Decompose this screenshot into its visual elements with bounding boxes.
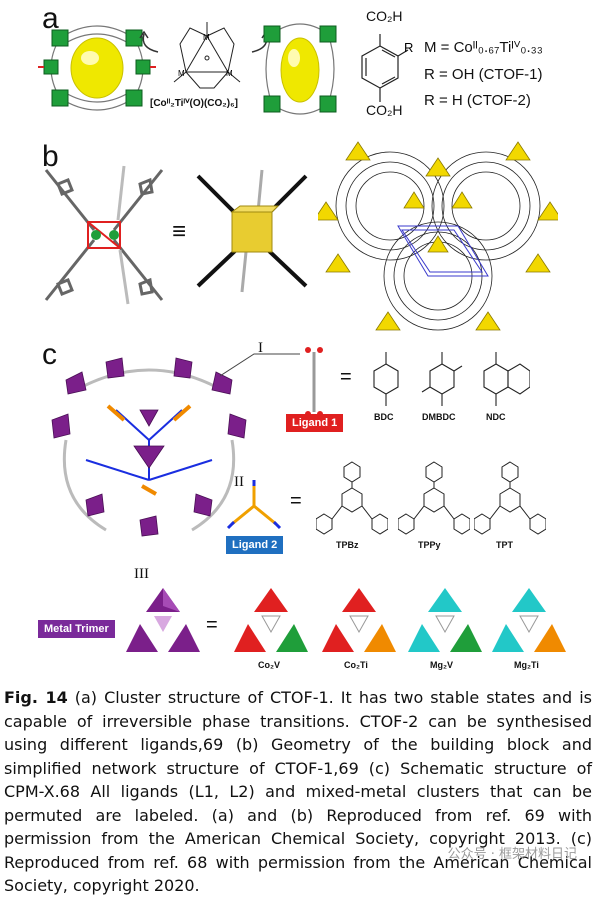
trimer-equals: =	[206, 614, 218, 636]
building-block-simplified	[196, 169, 308, 293]
trimer-name-co2ti: Co₂Ti	[344, 660, 368, 670]
r-group-label: R	[404, 40, 413, 55]
bdc-structure	[373, 352, 399, 406]
ctof1-definition: R = OH (CTOF-1)	[424, 66, 543, 83]
trimer-name-mg2v: Mg₂V	[430, 660, 453, 670]
trimer-co2ti	[322, 588, 396, 652]
network-structure	[318, 141, 558, 331]
figure-label: Fig. 14	[4, 688, 68, 707]
ndc-structure	[483, 352, 530, 406]
ligand-name-dmbdc: DMBDC	[422, 412, 456, 422]
ligand-name-tpbz: TPBz	[336, 540, 359, 550]
dmbdc-structure	[421, 352, 463, 406]
cage-structure-right	[263, 23, 337, 115]
ligand1-stick	[305, 347, 323, 417]
metal-trimer-generic	[126, 588, 200, 652]
metal-label: M	[178, 69, 185, 78]
ligand1-equals: =	[340, 366, 352, 388]
caption-text: (a) Cluster structure of CTOF-1. It has …	[4, 688, 593, 895]
panel-c-letter: c	[42, 338, 57, 371]
ligand2-tag: Ligand 2	[226, 536, 284, 554]
trimer-co2v	[234, 588, 308, 652]
panel-a-letter: a	[42, 2, 59, 35]
roman-numeral-1: I	[258, 340, 263, 356]
tppy-structure	[398, 461, 470, 535]
trinuclear-core-diagram: M M M	[173, 22, 241, 89]
roman-numeral-3: III	[134, 566, 149, 582]
trimer-mg2v	[408, 588, 482, 652]
metal-label: M	[226, 69, 233, 78]
panel-b-letter: b	[42, 140, 59, 173]
ligand-structure: R	[361, 34, 413, 102]
ligand-name-ndc: NDC	[486, 412, 506, 422]
co2h-top-label: CO₂H	[366, 8, 403, 24]
ligand-name-bdc: BDC	[374, 412, 394, 422]
trimer-name-co2v: Co₂V	[258, 660, 280, 670]
roman-numeral-2: II	[234, 474, 244, 490]
ligand1-tag: Ligand 1	[286, 414, 344, 432]
equivalence-sign: ≡	[172, 218, 187, 245]
tpt-structure	[474, 461, 546, 535]
figure-caption: Fig. 14 (a) Cluster structure of CTOF-1.…	[4, 686, 592, 898]
ligand2-stick	[226, 480, 282, 530]
metal-trimer-tag: Metal Trimer	[38, 620, 115, 638]
ligand-name-tpt: TPT	[496, 540, 513, 550]
ligand-name-tppy: TPPy	[418, 540, 441, 550]
building-block-ball-stick	[44, 165, 164, 305]
trimer-mg2ti	[492, 588, 566, 652]
trimer-name-mg2ti: Mg₂Ti	[514, 660, 539, 670]
leader-line-1	[220, 353, 300, 377]
core-formula-label: [Coᴵᴵ₂Tiᴵⱽ(O)(CO₂)₆]	[150, 98, 238, 109]
cpm-framework-structure	[51, 357, 247, 537]
ctof2-definition: R = H (CTOF-2)	[424, 92, 531, 109]
watermark: 公众号 · 框架材料日记	[447, 847, 577, 862]
curved-arrow-left	[139, 30, 159, 53]
co2h-bottom-label: CO₂H	[366, 102, 403, 118]
metal-label: M	[203, 33, 210, 42]
metal-definition: M = Coᴵᴵ₀.₆₇Tiᴵⱽ₀.₃₃	[424, 39, 543, 56]
ligand2-equals: =	[290, 490, 302, 512]
cage-structure-left	[38, 25, 156, 111]
tpbz-structure	[316, 461, 388, 535]
